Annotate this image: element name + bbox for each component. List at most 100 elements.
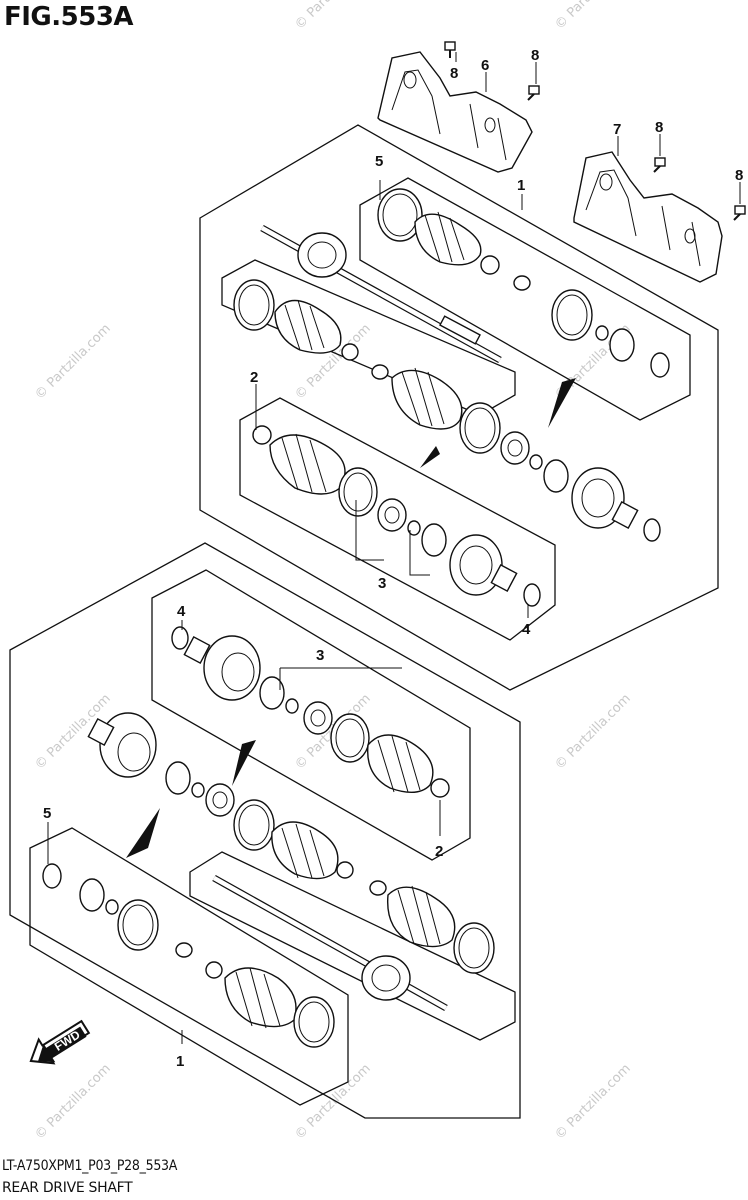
watermark-layer: © Partzilla.com © Partzilla.com © Partzi… (32, 0, 634, 1143)
clip (175, 942, 193, 958)
snap-ring (650, 352, 670, 378)
bolt (527, 85, 540, 101)
boot-band (335, 718, 365, 758)
cv-boot (281, 823, 325, 879)
boot-band (233, 279, 275, 331)
watermark: © Partzilla.com (32, 1061, 114, 1143)
circlip (529, 454, 543, 470)
o-ring (259, 676, 285, 710)
snap-ring (643, 518, 661, 542)
leader-line (409, 530, 430, 576)
cv-boot (414, 213, 482, 266)
cv-boot (397, 885, 441, 947)
cv-boot (284, 299, 325, 351)
circlip (105, 899, 119, 915)
boot-band (382, 193, 418, 237)
boot-band (238, 804, 270, 846)
upper-drive-shaft-assembly (199, 124, 719, 691)
callout-label: 6 (481, 57, 489, 74)
inner-cv-housing (581, 478, 615, 518)
o-ring (421, 523, 447, 557)
spline-stub (490, 563, 518, 593)
boot-kit-panel (29, 827, 349, 1106)
callout-label: 8 (655, 119, 663, 136)
lower-drive-shaft-assembly (9, 542, 521, 1119)
cv-boot (424, 211, 465, 263)
o-ring (609, 328, 635, 362)
cv-boot (274, 299, 342, 354)
circlip (285, 698, 299, 714)
direction-arrow (548, 378, 576, 428)
clip (513, 275, 531, 291)
boot-band (377, 188, 423, 242)
outer-cv-joint (307, 241, 337, 269)
small-boot-band (371, 364, 389, 380)
small-boot-band (205, 961, 223, 979)
bolt-hole (684, 228, 696, 244)
inner-boot-kit-panel (189, 851, 516, 1041)
outer-cv-joint (297, 232, 347, 278)
direction-arrow (420, 446, 440, 468)
boot-band (293, 996, 335, 1048)
callout-label: 2 (435, 843, 443, 860)
inner-cv-housing (459, 545, 493, 585)
inner-cv-housing (117, 732, 151, 772)
cv-boot (235, 967, 281, 1029)
boot-kit-panel (359, 177, 691, 421)
boot-band (330, 713, 370, 763)
assembly-outline (199, 124, 719, 691)
cv-bearing-cage (507, 439, 523, 457)
shaft-guard-brackets (377, 41, 746, 283)
spline-stub (183, 635, 211, 665)
inner-cv-housing (221, 652, 255, 692)
callout-label: 1 (517, 177, 525, 194)
callout-label: 5 (43, 805, 51, 822)
boot-band (117, 899, 159, 951)
assembly-outline (9, 542, 521, 1119)
watermark: © Partzilla.com (552, 1061, 634, 1143)
circlip (191, 782, 205, 798)
boot-band (551, 289, 593, 341)
inner-cv-housing (449, 534, 503, 596)
small-boot-band (336, 861, 354, 879)
cv-boot (269, 434, 346, 495)
callout-label: 7 (613, 121, 621, 138)
cv-boot (271, 821, 339, 880)
joint-kit-panel (239, 397, 556, 641)
cv-bearing-cage (212, 791, 228, 809)
bolt (733, 205, 746, 221)
joint-kit-panel (151, 569, 471, 861)
boot-band (338, 467, 378, 517)
figure-title: FIG.553A (4, 2, 134, 32)
small-boot-band (341, 343, 359, 361)
watermark: © Partzilla.com (292, 1061, 374, 1143)
inner-boot-kit-panel (221, 259, 516, 416)
o-ring (543, 459, 569, 493)
cv-bearing-cage (377, 498, 407, 532)
circlip (595, 325, 609, 341)
figure-code: LT-A750XPM1_P03_P28_553A (2, 1158, 178, 1174)
boot-band (238, 284, 270, 326)
boot-band (464, 407, 496, 449)
o-ring (79, 878, 105, 912)
callout-label: 4 (177, 603, 186, 620)
small-boot-band (430, 778, 450, 798)
callout-labels: 8 6 8 7 8 8 5 1 2 3 4 4 3 2 5 1 (43, 47, 743, 1070)
boot-band (298, 1001, 330, 1043)
watermark: © Partzilla.com (552, 691, 634, 773)
small-boot-band (480, 255, 500, 275)
inner-cv-housing (99, 712, 157, 778)
callout-label: 3 (378, 575, 386, 592)
circlip (407, 520, 421, 536)
cv-boot (391, 369, 463, 430)
leader-line (355, 500, 384, 561)
drive-shaft-guard-front (377, 51, 533, 173)
callout-label: 8 (450, 65, 458, 82)
snap-ring (42, 863, 62, 889)
snap-ring (171, 626, 189, 650)
callout-label: 2 (250, 369, 258, 386)
inner-cv-housing (571, 467, 625, 529)
watermark: © Partzilla.com (552, 0, 634, 33)
inner-cv-housing (203, 635, 261, 701)
o-ring (165, 761, 191, 795)
